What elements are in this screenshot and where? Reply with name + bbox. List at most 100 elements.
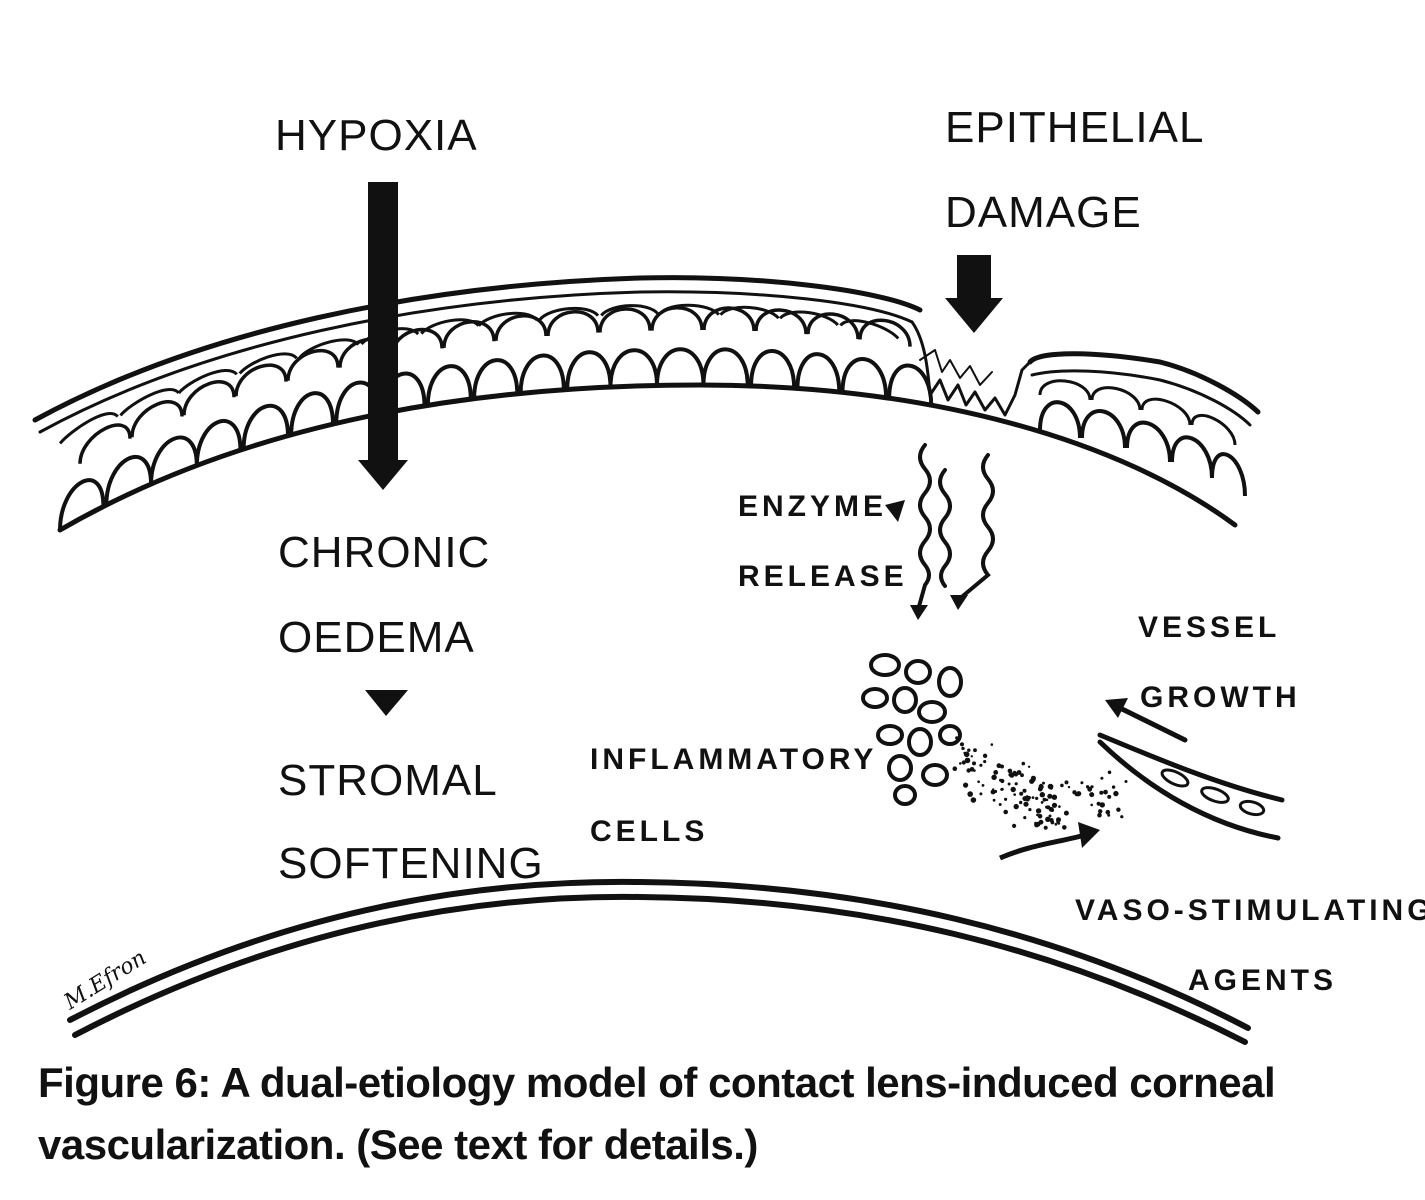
agent-dot xyxy=(963,751,966,755)
agent-dot xyxy=(1019,800,1023,805)
epithelial-cell xyxy=(425,364,473,406)
figure-caption: Figure 6: A dual-etiology model of conta… xyxy=(38,1059,1276,1168)
epithelium-surface-right-outer xyxy=(1027,351,1261,415)
agent-dot xyxy=(1000,764,1004,769)
label-oedema: OEDEMA xyxy=(278,613,475,662)
agent-dot xyxy=(1096,801,1101,806)
epithelial-cell xyxy=(1125,420,1172,463)
agent-dot xyxy=(1034,822,1040,828)
agent-dot xyxy=(1062,825,1067,830)
agent-dot xyxy=(1027,765,1031,768)
agent-dot xyxy=(972,761,976,766)
agent-dot xyxy=(1022,796,1028,802)
agent-dot xyxy=(1051,794,1058,800)
label-chronic: CHRONIC xyxy=(278,528,490,577)
agent-dot xyxy=(1054,822,1058,826)
agent-dot xyxy=(1023,801,1029,807)
epithelial-cell xyxy=(194,418,243,466)
epithelial-cell xyxy=(650,306,704,331)
agent-dot xyxy=(959,742,965,747)
label-epithelial: EPITHELIAL xyxy=(945,103,1204,152)
damage-arrow-shaft xyxy=(957,255,991,300)
epithelial-cell xyxy=(1038,400,1082,439)
epithelial-cell xyxy=(1210,452,1247,497)
vessel-wall-top xyxy=(1097,732,1285,803)
agent-dot xyxy=(1090,803,1093,807)
agent-dot xyxy=(1019,791,1024,796)
posterior-surface-inner xyxy=(72,893,1248,1045)
agent-dot xyxy=(1042,797,1047,802)
agent-dot xyxy=(1107,770,1112,775)
agent-dot xyxy=(1020,773,1024,778)
agent-dot xyxy=(1030,775,1036,781)
epithelial-cell xyxy=(839,319,900,340)
agent-dot xyxy=(1013,803,1019,810)
epithelial-cell xyxy=(119,388,180,417)
agent-dot xyxy=(1021,761,1026,766)
agent-dot xyxy=(1107,813,1111,817)
epithelial-cell xyxy=(538,306,600,321)
agent-dot xyxy=(993,770,999,775)
epithelial-cell xyxy=(238,352,298,375)
agent-dot xyxy=(961,746,965,751)
agent-dot xyxy=(993,789,998,794)
epithelial-cell xyxy=(477,311,538,327)
agent-dot xyxy=(973,748,977,753)
hypoxia-arrow xyxy=(358,182,408,490)
descemet-dashes xyxy=(78,888,1248,1037)
vessel-cell-1 xyxy=(1160,768,1190,788)
wavy-arrow-1-head xyxy=(910,605,928,620)
agent-dot xyxy=(1007,782,1011,786)
agent-dot xyxy=(1072,790,1077,795)
agent-dot xyxy=(955,736,959,740)
agent-dot xyxy=(1051,802,1058,808)
agent-dot xyxy=(1035,796,1039,801)
agent-dot xyxy=(1014,782,1018,786)
epithelial-cell xyxy=(795,352,842,393)
epithelial-cell xyxy=(1038,379,1092,401)
epithelial-cell xyxy=(182,380,236,416)
agent-dot xyxy=(1047,793,1053,799)
epithelial-cell xyxy=(608,348,659,388)
vessel-wall-bottom xyxy=(1097,739,1281,841)
epithelial-cell xyxy=(286,349,340,381)
agent-dot xyxy=(1049,786,1054,790)
agent-dot xyxy=(1007,768,1013,774)
agent-dot xyxy=(959,762,962,765)
agent-dot xyxy=(979,792,983,796)
agent-dot xyxy=(1036,813,1039,817)
wavy-arrow-2 xyxy=(938,468,952,588)
agent-dot xyxy=(1013,793,1016,796)
epithelial-cell xyxy=(472,358,520,399)
epithelium-surface-right-inner xyxy=(1030,369,1252,427)
agent-dot xyxy=(1035,808,1042,814)
epithelial-cell xyxy=(494,314,548,342)
vessel-cell-3 xyxy=(1238,799,1266,817)
agent-dot xyxy=(969,767,975,772)
hypoxia-arrow-head xyxy=(358,460,408,490)
label-softening: SOFTENING xyxy=(278,839,544,888)
agents-curved-arrow-path xyxy=(999,832,1086,861)
agent-dot xyxy=(1003,809,1008,815)
epithelial-cell xyxy=(241,403,290,450)
agent-dot xyxy=(1016,770,1022,775)
enzyme-wavy-arrows xyxy=(885,443,995,620)
epithelial-cell xyxy=(1140,397,1192,426)
agent-dot xyxy=(1067,785,1071,789)
vessel-growth-arrow xyxy=(1117,705,1188,743)
wavy-arrow-1 xyxy=(916,443,932,612)
epithelial-cell xyxy=(1080,409,1127,449)
epithelial-cell xyxy=(442,320,496,349)
agent-dot xyxy=(1050,820,1055,825)
epithelial-cell xyxy=(658,303,720,316)
epithelial-cell xyxy=(78,423,132,464)
epithelial-cell xyxy=(702,306,756,332)
agent-dot xyxy=(1099,802,1106,808)
agent-dot xyxy=(966,768,971,773)
agent-dot xyxy=(1040,801,1044,804)
epithelial-cell xyxy=(778,310,839,327)
agent-dot xyxy=(1103,789,1108,795)
vessel-cell-2 xyxy=(1200,786,1230,804)
agent-dot xyxy=(1023,816,1027,820)
agent-dot xyxy=(1010,786,1016,793)
